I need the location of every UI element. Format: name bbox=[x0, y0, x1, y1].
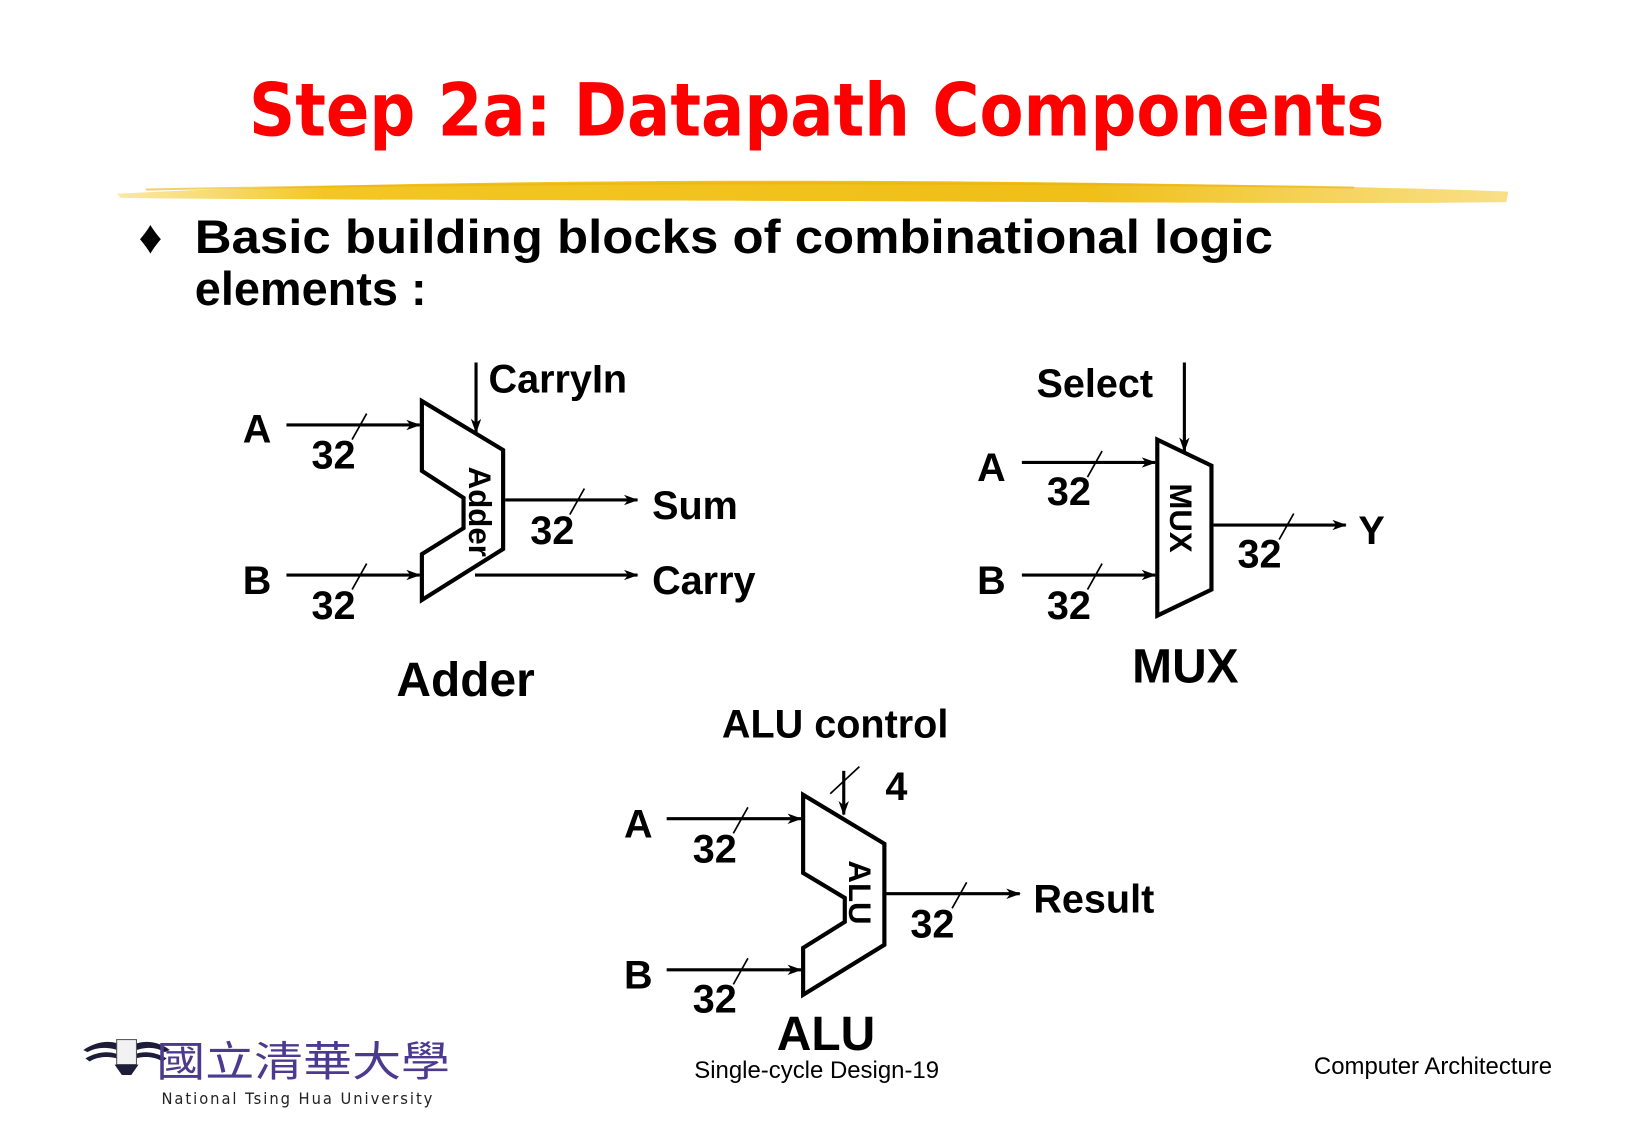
mux-output-width: 32 bbox=[1238, 533, 1282, 577]
adder-input-b-width: 32 bbox=[311, 584, 355, 628]
mux-input-a-label: A bbox=[977, 446, 1006, 490]
alu-control-label: ALU control bbox=[722, 703, 948, 747]
bullet-line-1: Basic building blocks of combinational l… bbox=[195, 211, 1273, 263]
alu-block-label: ALU bbox=[842, 860, 877, 924]
mux-input-a-bus-slash bbox=[1086, 450, 1103, 478]
title-underline bbox=[116, 180, 1509, 203]
university-name-cjk: 國立清華大學 bbox=[156, 1037, 450, 1086]
alu-input-a-label: A bbox=[624, 802, 653, 846]
alu-control-width: 4 bbox=[885, 765, 907, 809]
alu-output-label: Result bbox=[1033, 877, 1154, 921]
adder-sum-label: Sum bbox=[652, 484, 738, 528]
mux-output-label: Y bbox=[1358, 509, 1384, 553]
adder-input-a-bus-slash bbox=[351, 413, 368, 440]
alu-control-bus-slash bbox=[829, 766, 860, 795]
alu-output-width: 32 bbox=[910, 902, 954, 946]
adder-caption: Adder bbox=[396, 654, 534, 707]
alu-caption: ALU bbox=[777, 1008, 875, 1061]
bullet-icon: ♦ bbox=[139, 211, 163, 263]
adder-input-a-label: A bbox=[243, 408, 272, 452]
nthu-emblem-icon bbox=[83, 1039, 170, 1075]
mux-output-bus-slash bbox=[1278, 513, 1295, 540]
alu-input-b-label: B bbox=[624, 954, 653, 998]
mux-input-b-label: B bbox=[977, 559, 1006, 603]
alu-input-b-width: 32 bbox=[693, 977, 737, 1021]
slide-page-label: Single-cycle Design-19 bbox=[694, 1057, 939, 1084]
mux-diagram: MUX Select A 32 B 32 32 Y MUX bbox=[977, 362, 1385, 693]
alu-input-a-width: 32 bbox=[693, 827, 737, 871]
alu-diagram: ALU ALU control 4 A 32 B 32 32 Result AL… bbox=[624, 703, 1154, 1062]
adder-input-b-label: B bbox=[243, 559, 272, 603]
slide-title: Step 2a: Datapath Components bbox=[249, 68, 1384, 153]
mux-select-label: Select bbox=[1036, 362, 1153, 406]
university-logo: 國立清華大學 National Tsing Hua University bbox=[83, 1037, 450, 1108]
alu-output-bus-slash bbox=[951, 881, 968, 909]
university-name-en: National Tsing Hua University bbox=[161, 1090, 434, 1108]
mux-input-b-width: 32 bbox=[1047, 584, 1091, 628]
adder-carry-label: Carry bbox=[652, 559, 755, 603]
bullet-line-2: elements : bbox=[195, 263, 427, 315]
mux-input-b-bus-slash bbox=[1086, 563, 1103, 590]
mux-input-a-width: 32 bbox=[1047, 470, 1091, 514]
adder-input-a-width: 32 bbox=[311, 434, 355, 478]
adder-sum-bus-slash bbox=[569, 488, 586, 515]
adder-carryin-label: CarryIn bbox=[489, 358, 628, 402]
mux-block bbox=[1155, 436, 1214, 619]
alu-block bbox=[801, 791, 887, 999]
mux-block-label: MUX bbox=[1163, 483, 1198, 553]
mux-caption: MUX bbox=[1132, 640, 1239, 693]
adder-sum-width: 32 bbox=[530, 509, 574, 553]
course-name: Computer Architecture bbox=[1314, 1053, 1552, 1080]
adder-block bbox=[419, 397, 506, 604]
adder-diagram: Adder CarryIn A 32 B 32 32 Sum Carry Add… bbox=[243, 358, 756, 707]
adder-input-b-bus-slash bbox=[351, 563, 368, 590]
alu-input-a-bus-slash bbox=[732, 806, 749, 834]
alu-input-b-bus-slash bbox=[732, 957, 749, 985]
adder-block-label: Adder bbox=[462, 467, 497, 557]
